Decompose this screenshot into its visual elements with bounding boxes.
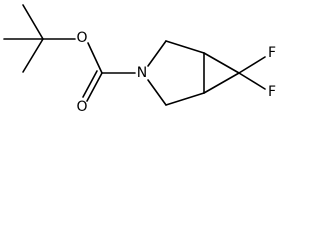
bond-methyl-top (22, 4, 44, 40)
chemical-structure-diagram: O O N F F (3, 4, 276, 115)
carbonyl-oxygen-label: O (76, 99, 87, 115)
bond-methyl-bottom (22, 38, 44, 73)
bond-ester-oxygen-to-carbonyl-carbon (87, 42, 103, 74)
fluorine-top-label: F (268, 45, 276, 61)
bond-lower-ch2-to-bridgehead (165, 92, 205, 106)
bond-upper-bridgehead-to-cf2 (203, 52, 240, 74)
bond-cf2-to-fluorine-top (238, 56, 266, 74)
fluorine-bottom-label: F (268, 84, 276, 100)
azabicyclohexane-ring (147, 40, 266, 106)
bond-carbonyl-double-2 (82, 70, 98, 98)
tert-butyl-group (3, 4, 76, 73)
nitrogen-label: N (137, 65, 147, 81)
bond-cf2-to-fluorine-bottom (238, 72, 266, 90)
bond-lower-bridgehead-to-cf2 (203, 72, 240, 94)
carbamate-group (82, 42, 136, 102)
bond-carbonyl-double-1 (86, 72, 103, 102)
ester-oxygen-label: O (76, 30, 87, 46)
bond-nitrogen-to-upper-ch2 (147, 40, 167, 67)
bond-upper-ch2-to-bridgehead (165, 40, 205, 54)
bond-nitrogen-to-lower-ch2 (147, 79, 167, 106)
